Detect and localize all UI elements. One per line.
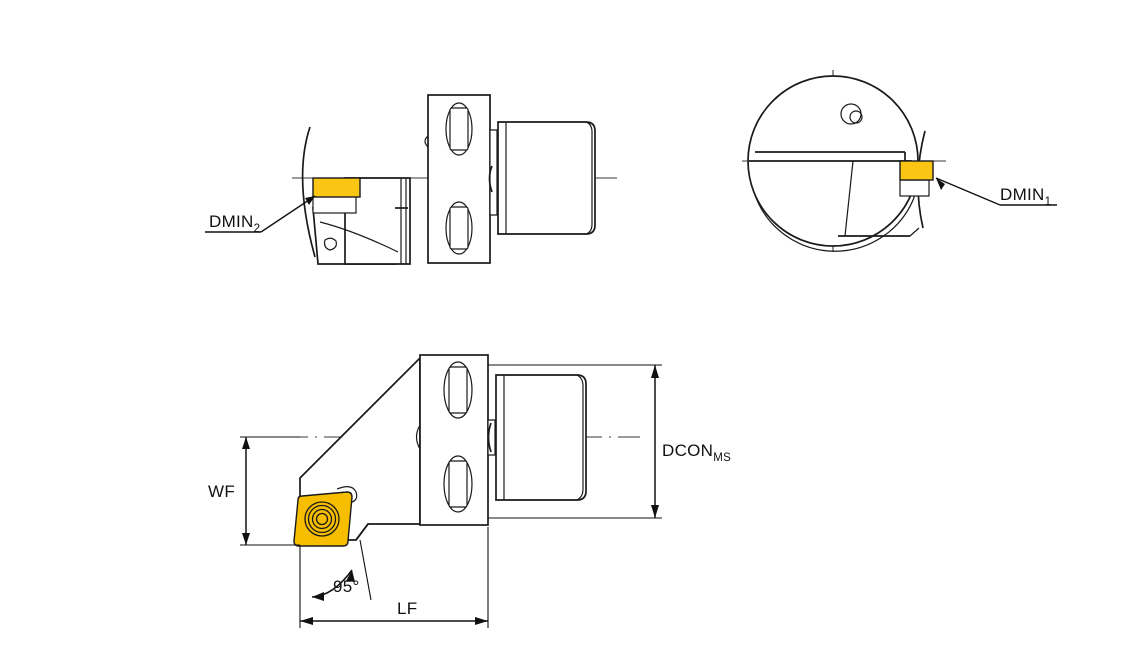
leader-arrow-dmin2: [305, 196, 315, 205]
internal-rib-end-view: [844, 160, 854, 237]
leader-line-dmin1: [935, 177, 1001, 206]
lower-flat-chamfer-end-view: [909, 227, 920, 237]
label-dmin1-subscript: 1: [1045, 196, 1052, 208]
min-bore-arc-side-view: [301, 126, 316, 258]
clamp-slot-lower-inner-plan-view: [448, 460, 468, 508]
label-dmin1: DMIN1: [1000, 185, 1051, 208]
view-side-elevation: DMIN2: [205, 94, 617, 265]
insert-screw-ring-outer-plan-view: [304, 501, 340, 537]
tool-body-block-side-view: [344, 177, 411, 265]
body-step-plan-view: [355, 523, 369, 541]
cutting-insert-end-view: [899, 160, 934, 181]
insert-screw-ring-mid-plan-view: [307, 504, 337, 534]
insert-screw-socket-plan-view: [315, 512, 329, 526]
dim-arrow-wf-top: [242, 437, 250, 449]
dim-arrow-dcon-bottom: [651, 505, 659, 518]
shank-body-side-view: [497, 121, 596, 235]
dimension-lead-angle: 95°: [311, 539, 372, 601]
label-lead-angle-base: 95°: [333, 577, 360, 596]
label-dcon-ms: DCONMS: [662, 441, 731, 464]
dim-arrow-angle-left: [312, 592, 324, 601]
label-lf-base: LF: [397, 599, 417, 618]
insert-clamp-loop-plan-view: [336, 486, 358, 504]
cutting-insert-plan-view: [293, 491, 353, 547]
label-dmin2-subscript: 2: [254, 223, 261, 235]
label-dmin2-base: DMIN: [209, 212, 254, 231]
clamp-notch-side-view: [424, 135, 429, 148]
leader-arrow-dmin1: [936, 178, 945, 190]
dim-arrow-angle-right: [346, 570, 355, 582]
ext-line-angle-face: [359, 539, 372, 601]
dimension-lf: LF: [299, 527, 489, 628]
relief-curve-side-view: [319, 221, 399, 253]
body-inner-contour-end-view: [754, 194, 916, 252]
label-dcon-ms-subscript: MS: [713, 452, 731, 464]
label-wf: WF: [208, 482, 235, 501]
cutting-insert-side-view: [312, 177, 361, 198]
clamp-slot-upper-inner-plan-view: [448, 366, 468, 414]
insert-seat-end-view: [899, 179, 930, 197]
label-dcon-ms-base: DCON: [662, 441, 713, 460]
view-end-elevation: DMIN1: [742, 70, 1057, 252]
clamp-notch-plan-view: [415, 424, 421, 450]
flange-step-side-view: [489, 129, 498, 216]
dim-arrow-lf-right: [475, 617, 488, 625]
label-dmin1-base: DMIN: [1000, 185, 1045, 204]
clamp-slot-upper-inner-side-view: [449, 107, 469, 151]
dim-arrow-wf-bottom: [242, 533, 250, 545]
dim-arrow-dcon-top: [651, 365, 659, 378]
dim-arrow-lf-left: [300, 617, 313, 625]
dimension-wf: WF: [208, 436, 300, 546]
insert-screw-ring-inner-plan-view: [311, 508, 333, 530]
label-lead-angle: 95°: [333, 577, 360, 596]
clamp-slot-lower-inner-side-view: [449, 206, 469, 250]
view-plan: WF LF 95°: [208, 354, 731, 628]
pin-hole-inner-end-view: [849, 110, 863, 124]
leader-line-dmin2: [260, 195, 316, 233]
coolant-port-side-view: [323, 237, 337, 251]
label-wf-base: WF: [208, 482, 235, 501]
shank-end-radius-side-view: [585, 121, 593, 235]
flange-groove-side-view: [488, 165, 493, 193]
label-lf: LF: [397, 599, 417, 618]
shank-body-plan-view: [495, 374, 587, 501]
shank-end-radius-plan-view: [576, 374, 584, 501]
insert-seat-side-view: [312, 195, 357, 214]
label-dmin2: DMIN2: [209, 212, 260, 235]
dimension-dcon-ms: DCONMS: [488, 364, 731, 519]
flange-groove-plan-view: [487, 422, 492, 453]
